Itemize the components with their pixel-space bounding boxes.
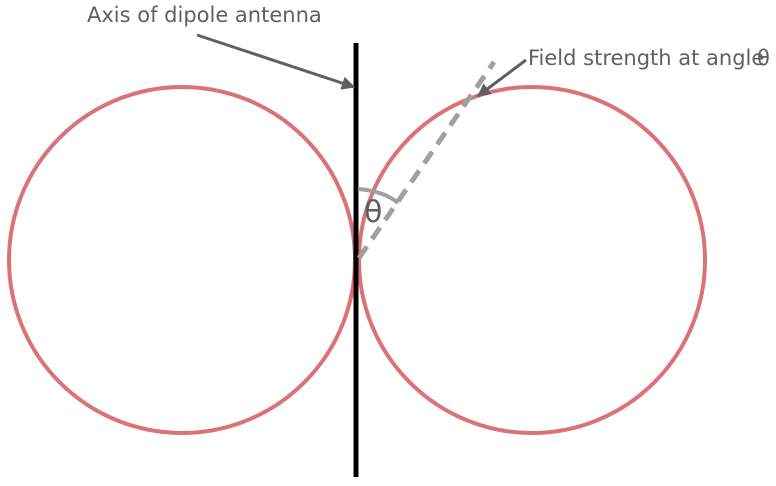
- angle-arc: [357, 187, 400, 205]
- left-lobe: [7, 85, 357, 435]
- right-lobe: [357, 85, 707, 435]
- field-annotation-arrow: [476, 58, 527, 98]
- field-strength-theta: θ: [757, 46, 770, 70]
- axis-label: Axis of dipole antenna: [87, 3, 322, 27]
- axis-annotation-arrow: [196, 33, 356, 90]
- angle-direction-line: [356, 60, 497, 260]
- angle-theta-label: θ: [364, 195, 382, 230]
- field-strength-label: Field strength at angle: [528, 46, 764, 70]
